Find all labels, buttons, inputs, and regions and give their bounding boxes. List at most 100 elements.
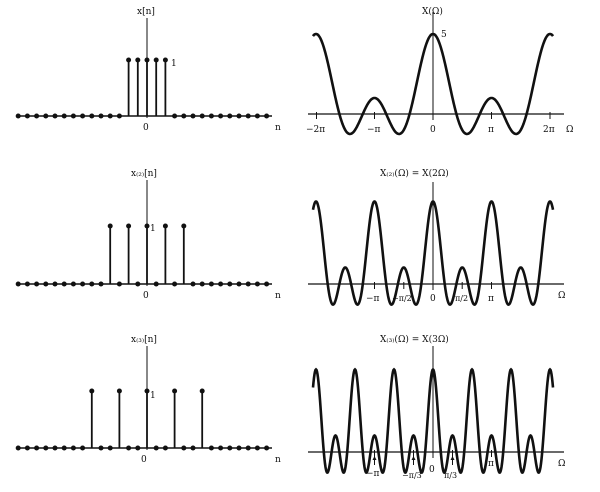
stem-dot-one — [144, 223, 150, 229]
stem-dot-zero — [43, 445, 49, 451]
stem-dot-zero — [218, 445, 224, 451]
stem-dot-zero — [135, 281, 141, 287]
stem-dot-zero — [24, 281, 30, 287]
stem-dot-one — [107, 223, 113, 229]
stem-dot-zero — [218, 113, 224, 119]
spectrum-curve — [311, 200, 555, 306]
tick-label: π/2 — [455, 294, 468, 303]
stem-dot-zero — [190, 113, 196, 119]
height-label: 1 — [150, 224, 156, 234]
stem-dot-zero — [208, 281, 214, 287]
n-axis-label: n — [275, 455, 281, 465]
stem-dot-zero — [227, 445, 233, 451]
origin-label: 0 — [143, 123, 149, 133]
stem-dot-zero — [15, 281, 21, 287]
origin-label: 0 — [143, 291, 149, 301]
stem-dot-zero — [107, 445, 113, 451]
row-2: x₍₂₎[n] 1 0 n X₍₂₎(Ω) = X(2Ω) −π −π/2 0 … — [15, 168, 565, 306]
stem-dot-zero — [153, 445, 159, 451]
spectrum-plot-1: X(Ω) 5 −2π −π 0 π 2π Ω — [306, 6, 573, 136]
omega-axis-label: Ω — [566, 125, 573, 135]
tick-label: −2π — [306, 125, 325, 135]
origin-label: 0 — [141, 455, 147, 465]
stem-dot-zero — [43, 113, 49, 119]
tick-label: π/3 — [444, 471, 457, 480]
stem-dot-zero — [236, 445, 242, 451]
stem-dot-zero — [264, 281, 270, 287]
stem-dot-zero — [254, 281, 260, 287]
stem-dot-one — [89, 388, 95, 394]
stem-dot-one — [181, 223, 187, 229]
stem-dot-zero — [181, 113, 187, 119]
stem-dot-zero — [236, 281, 242, 287]
stem-dot-zero — [172, 113, 178, 119]
spectrum-plot-2: X₍₂₎(Ω) = X(2Ω) −π −π/2 0 π/2 π Ω — [308, 168, 565, 306]
stem-dot-zero — [98, 281, 104, 287]
stem-dot-one — [126, 223, 132, 229]
omega-axis-label: Ω — [558, 291, 565, 301]
stem-dot-zero — [34, 113, 40, 119]
spectrum-curve — [311, 32, 555, 136]
stem-dot-zero — [52, 281, 58, 287]
stem-dot-zero — [254, 445, 260, 451]
stem-dot-zero — [24, 445, 30, 451]
sequence-plot-3: x₍₃₎[n] 1 0 n — [15, 335, 281, 465]
tick-label: −π — [366, 469, 380, 479]
peak-label: 5 — [441, 30, 447, 40]
tick-marks — [316, 112, 551, 119]
stem-dot-zero — [236, 113, 242, 119]
row-3: x₍₃₎[n] 1 0 n X₍₃₎(Ω) = X(3Ω) −π −π/3 0 … — [15, 334, 565, 480]
stems — [15, 223, 270, 287]
stem-dot-zero — [116, 113, 122, 119]
stems — [15, 57, 270, 119]
stem-dot-zero — [70, 281, 76, 287]
row-1: x[n] 1 0 n X(Ω) 5 −2π −π 0 π 2π Ω — [15, 6, 573, 136]
stem-dot-zero — [52, 113, 58, 119]
stem-dot-zero — [15, 445, 21, 451]
tick-label: −π — [367, 125, 381, 135]
stem-dot-zero — [135, 445, 141, 451]
stem-dot-zero — [52, 445, 58, 451]
stem-dot-one — [126, 57, 132, 63]
sequence-plot-1: x[n] 1 0 n — [15, 7, 281, 133]
stem-dot-zero — [264, 113, 270, 119]
stem-dot-zero — [245, 281, 251, 287]
tick-label: 0 — [430, 125, 436, 135]
stem-dot-zero — [264, 445, 270, 451]
stem-dot-one — [199, 388, 205, 394]
stem-dot-one — [162, 223, 168, 229]
stem-dot-zero — [34, 281, 40, 287]
stem-dot-zero — [61, 113, 67, 119]
height-label: 1 — [171, 59, 177, 69]
stem-dot-zero — [80, 445, 86, 451]
tick-marks — [374, 282, 492, 289]
stem-dot-zero — [98, 445, 104, 451]
tick-label: −π/2 — [392, 294, 412, 303]
tick-label: 2π — [543, 125, 555, 135]
stem-dot-zero — [181, 445, 187, 451]
stem-dot-zero — [245, 445, 251, 451]
stem-dot-zero — [89, 281, 95, 287]
stem-dot-one — [172, 388, 178, 394]
stem-dot-zero — [43, 281, 49, 287]
stem-dot-zero — [153, 281, 159, 287]
stem-dot-zero — [126, 445, 132, 451]
spectrum-title: X₍₃₎(Ω) = X(3Ω) — [380, 334, 449, 345]
height-label: 1 — [150, 391, 156, 401]
n-axis-label: n — [275, 291, 281, 301]
n-axis-label: n — [275, 123, 281, 133]
stem-dot-zero — [208, 445, 214, 451]
stem-dot-zero — [218, 281, 224, 287]
stem-dot-zero — [61, 445, 67, 451]
sequence-title: x₍₂₎[n] — [131, 169, 157, 179]
stems — [15, 388, 270, 451]
tick-label: π — [488, 125, 494, 135]
stem-dot-one — [116, 388, 122, 394]
stem-dot-zero — [70, 445, 76, 451]
tick-marks — [372, 450, 492, 465]
stem-dot-zero — [254, 113, 260, 119]
stem-dot-zero — [98, 113, 104, 119]
omega-axis-label: Ω — [558, 459, 565, 469]
stem-dot-zero — [208, 113, 214, 119]
